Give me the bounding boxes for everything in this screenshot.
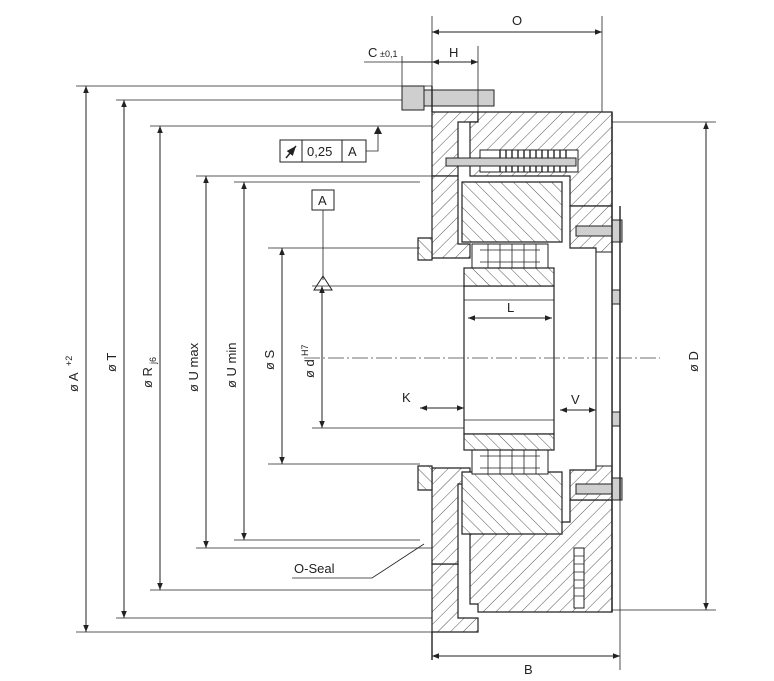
screw-lower — [611, 411, 621, 427]
pin-upper — [445, 157, 577, 167]
label-T: ø T — [104, 353, 119, 372]
cover-gap — [595, 251, 613, 467]
bearing-upper — [471, 243, 549, 269]
label-L: L — [507, 300, 514, 315]
label-B: B — [524, 662, 533, 677]
spring-stack-lower — [573, 547, 585, 609]
label-H: H — [449, 45, 458, 60]
cross-section — [401, 85, 623, 660]
datum-letter: A — [318, 193, 327, 208]
bolt-lower-right — [575, 483, 617, 495]
runout-arrow-icon — [285, 145, 297, 159]
label-D: ø D — [686, 351, 701, 372]
hub-step-upper — [417, 237, 433, 261]
label-S: ø S — [262, 349, 277, 370]
labels: O H C ±0,1 B L K V O-Seal 0,25 A A ø A +… — [64, 13, 701, 677]
sleeve-lower — [463, 433, 555, 451]
stud-bolt-head — [401, 85, 425, 111]
label-V: V — [571, 392, 580, 407]
label-oseal: O-Seal — [294, 561, 335, 576]
label-R-tol: j6 — [148, 357, 158, 365]
hub-step-lower — [417, 465, 433, 491]
tolerance-value: 0,25 — [307, 144, 332, 159]
bearing-lower — [471, 449, 549, 475]
tolerance-datum: A — [348, 144, 357, 159]
label-Umax: ø U max — [186, 342, 201, 392]
datum-feature-A — [311, 189, 335, 291]
label-R: ø R — [140, 367, 155, 388]
label-Umin: ø U min — [224, 343, 239, 389]
label-C-tol: ±0,1 — [380, 49, 397, 59]
label-A: ø A — [66, 372, 81, 392]
label-C: C — [368, 45, 377, 60]
label-K: K — [402, 390, 411, 405]
rotor-upper — [461, 181, 563, 243]
hub-wall-lower — [431, 467, 471, 565]
oseal-leader — [292, 543, 425, 579]
label-d-tol: H7 — [300, 344, 310, 356]
rotor-lower — [461, 471, 563, 535]
runout-tolerance-frame — [279, 126, 382, 163]
label-O: O — [512, 13, 522, 28]
screw-upper — [611, 289, 621, 305]
dimension-lines — [76, 16, 716, 670]
bolt-upper-right — [575, 225, 617, 237]
label-d: ø d — [302, 359, 317, 378]
sleeve-upper — [463, 267, 555, 287]
label-A-tol: +2 — [64, 356, 74, 366]
